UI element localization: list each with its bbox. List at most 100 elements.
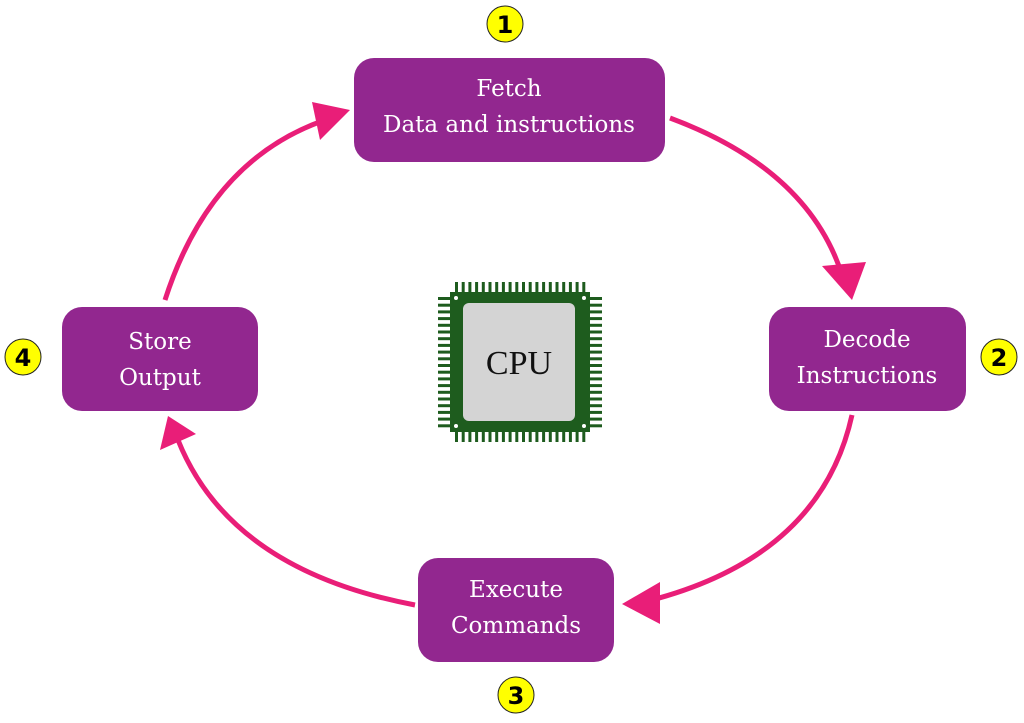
- chip-pin: [438, 377, 452, 381]
- chip-pin: [461, 282, 465, 294]
- chip-pin: [535, 430, 539, 442]
- chip-pin: [588, 317, 602, 321]
- step-execute-subtitle: Commands: [451, 613, 581, 639]
- chip-pin: [481, 430, 485, 442]
- chip-pin: [438, 310, 452, 314]
- chip-pin: [438, 397, 452, 401]
- chip-pin: [438, 297, 452, 300]
- arrow-decode-to-execute: [639, 414, 855, 606]
- chip-pin: [555, 430, 559, 442]
- chip-pin: [515, 282, 519, 294]
- step-store: Store Output: [62, 307, 258, 411]
- chip-pin: [438, 424, 452, 428]
- badge-2: 2: [980, 338, 1018, 376]
- chip-pin: [588, 384, 602, 388]
- chip-pin: [588, 364, 602, 367]
- chip-pin: [455, 430, 458, 442]
- chip-pin: [438, 317, 452, 321]
- step-fetch-title: Fetch: [476, 76, 541, 102]
- chip-pin: [438, 357, 452, 361]
- chip-pin: [495, 282, 499, 294]
- chip-pin: [588, 390, 602, 394]
- chip-pin: [475, 282, 479, 294]
- chip-pin: [488, 430, 492, 442]
- arrowhead-execute: [622, 582, 660, 624]
- chip-pin: [438, 390, 452, 394]
- chip-pin: [438, 337, 452, 341]
- chip-pin: [438, 323, 452, 327]
- chip-pin: [582, 282, 586, 294]
- chip-pin: [438, 417, 452, 421]
- badge-1: 1: [486, 5, 524, 43]
- chip-pin: [522, 430, 525, 442]
- chip-pin: [438, 404, 452, 408]
- step-fetch: Fetch Data and instructions: [354, 58, 665, 162]
- arrow-execute-to-store: [175, 439, 416, 608]
- chip-pin: [575, 430, 579, 442]
- chip-pin: [588, 323, 602, 327]
- chip-pin: [575, 282, 579, 294]
- chip-pin: [588, 417, 602, 421]
- chip-pin: [468, 282, 472, 294]
- step-execute-title: Execute: [469, 577, 563, 603]
- arrowhead-decode: [822, 262, 866, 300]
- step-store-title: Store: [128, 329, 191, 355]
- chip-pin: [588, 343, 602, 347]
- chip-pin: [588, 397, 602, 401]
- step-decode-title: Decode: [823, 327, 910, 353]
- step-fetch-subtitle: Data and instructions: [383, 112, 635, 138]
- chip-pin: [582, 430, 586, 442]
- chip-pin: [588, 297, 602, 300]
- svg-text:1: 1: [497, 11, 514, 39]
- chip-pin: [438, 410, 452, 414]
- chip-pin: [438, 364, 452, 367]
- chip-pin: [515, 430, 519, 442]
- chip-pin: [562, 430, 566, 442]
- chip-pin: [488, 282, 492, 294]
- step-decode-subtitle: Instructions: [797, 363, 938, 389]
- arrow-fetch-to-decode: [669, 115, 846, 279]
- arrowhead-fetch: [312, 102, 350, 140]
- step-store-subtitle: Output: [119, 365, 201, 391]
- chip-pin: [548, 282, 552, 294]
- chip-pin: [475, 430, 479, 442]
- chip-pin: [588, 357, 602, 361]
- chip-pin: [588, 410, 602, 414]
- chip-pin: [438, 350, 452, 354]
- svg-text:3: 3: [508, 682, 525, 710]
- chip-pin: [588, 330, 602, 334]
- arrow-store-to-fetch: [162, 117, 326, 301]
- chip-pin: [528, 430, 532, 442]
- svg-text:2: 2: [991, 344, 1008, 372]
- chip-pin: [528, 282, 532, 294]
- chip-pin: [481, 282, 485, 294]
- chip-pin: [588, 337, 602, 341]
- badge-3: 3: [497, 676, 535, 714]
- chip-pin: [568, 430, 572, 442]
- chip-pin: [542, 282, 546, 294]
- chip-pin: [495, 430, 499, 442]
- chip-pin: [588, 377, 602, 381]
- chip-pin: [438, 384, 452, 388]
- chip-pin: [588, 424, 602, 428]
- cpu-chip-icon: CPU: [438, 282, 602, 442]
- chip-pin: [508, 430, 512, 442]
- chip-pin: [588, 310, 602, 314]
- cpu-label: CPU: [486, 345, 552, 382]
- chip-pin: [522, 282, 525, 294]
- chip-pin: [548, 430, 552, 442]
- chip-pin: [468, 430, 472, 442]
- arrowhead-store: [160, 416, 196, 450]
- chip-pin: [461, 430, 465, 442]
- chip-pin: [438, 330, 452, 334]
- chip-pin: [438, 370, 452, 374]
- chip-pin: [501, 282, 505, 294]
- chip-pin: [455, 282, 458, 294]
- chip-pin: [588, 404, 602, 408]
- chip-pin: [588, 303, 602, 307]
- chip-pin: [501, 430, 505, 442]
- chip-pin: [438, 303, 452, 307]
- step-decode: Decode Instructions: [769, 307, 966, 411]
